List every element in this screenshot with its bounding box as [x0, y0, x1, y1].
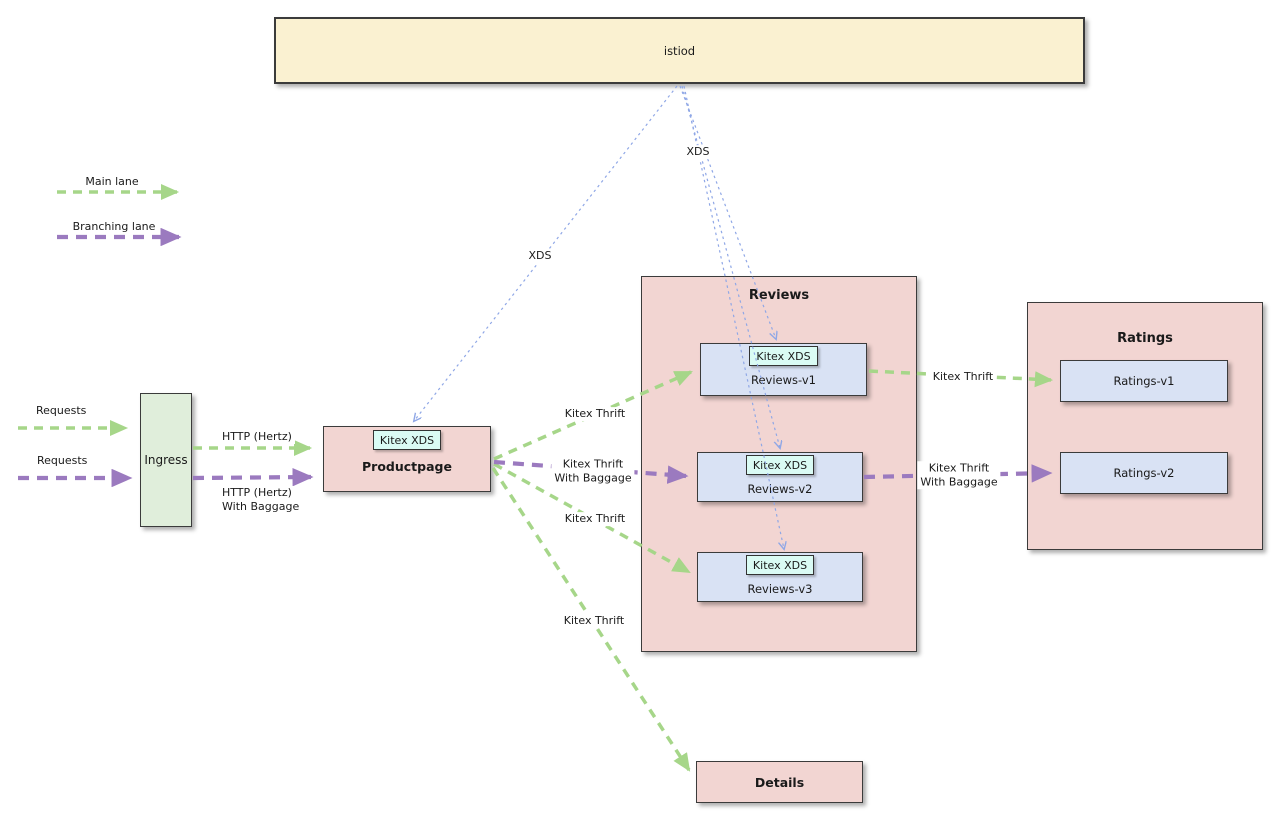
edge-label-requests-main: Requests: [33, 404, 90, 418]
edge-label-kitex-thrift-ratings-v1: Kitex Thrift: [929, 370, 997, 384]
node-reviews-v3: Kitex XDS Reviews-v3: [697, 552, 863, 602]
node-ratings-v2: Ratings-v2: [1060, 452, 1228, 494]
edge-label-kitex-thrift-details: Kitex Thrift: [560, 614, 628, 628]
edge-ingress-to-productpage-baggage: [192, 467, 314, 487]
edge-label-xds-reviews: XDS: [683, 145, 713, 159]
edge-label-kitex-thrift-baggage-ratings-v2: Kitex Thrift With Baggage: [917, 461, 1001, 489]
node-productpage: Kitex XDS Productpage: [323, 426, 491, 492]
productpage-label: Productpage: [362, 459, 452, 474]
edge-label-kitex-thrift-baggage-v2: Kitex Thrift With Baggage: [551, 457, 635, 485]
istiod-label: istiod: [663, 43, 696, 58]
reviews-v3-label: Reviews-v3: [747, 582, 813, 596]
reviews-group-title: Reviews: [748, 288, 810, 303]
edge-label-http-hertz: HTTP (Hertz): [219, 430, 295, 444]
ingress-label: Ingress: [144, 453, 188, 467]
group-ratings: Ratings: [1027, 302, 1263, 550]
edge-label-kitex-thrift-v1: Kitex Thrift: [561, 407, 629, 421]
reviews-v2-label: Reviews-v2: [747, 482, 813, 496]
reviews-v1-kitex-xds-badge: Kitex XDS: [749, 346, 818, 366]
reviews-v1-label: Reviews-v1: [751, 373, 816, 387]
reviews-v2-kitex-xds-badge: Kitex XDS: [745, 455, 815, 475]
node-details: Details: [696, 761, 863, 803]
node-istiod: istiod: [274, 17, 1085, 84]
node-ratings-v1: Ratings-v1: [1060, 360, 1228, 402]
reviews-v3-kitex-xds-badge: Kitex XDS: [745, 555, 815, 575]
edge-label-http-hertz-baggage: HTTP (Hertz) With Baggage: [219, 486, 303, 514]
ratings-group-title: Ratings: [1117, 331, 1173, 346]
edge-label-kitex-thrift-v3: Kitex Thrift: [561, 512, 629, 526]
node-reviews-v2: Kitex XDS Reviews-v2: [697, 452, 863, 502]
productpage-kitex-xds-badge: Kitex XDS: [372, 430, 442, 450]
edge-label-xds-productpage: XDS: [525, 249, 555, 263]
ratings-v2-label: Ratings-v2: [1113, 466, 1175, 480]
legend-main-lane-label: Main lane: [82, 175, 142, 189]
node-ingress: Ingress: [140, 393, 192, 527]
edge-label-requests-branching: Requests: [34, 454, 91, 468]
node-reviews-v1: Kitex XDS Reviews-v1: [700, 343, 867, 396]
details-label: Details: [754, 774, 805, 790]
ratings-v1-label: Ratings-v1: [1113, 374, 1175, 388]
legend-branching-lane-label: Branching lane: [69, 220, 159, 234]
